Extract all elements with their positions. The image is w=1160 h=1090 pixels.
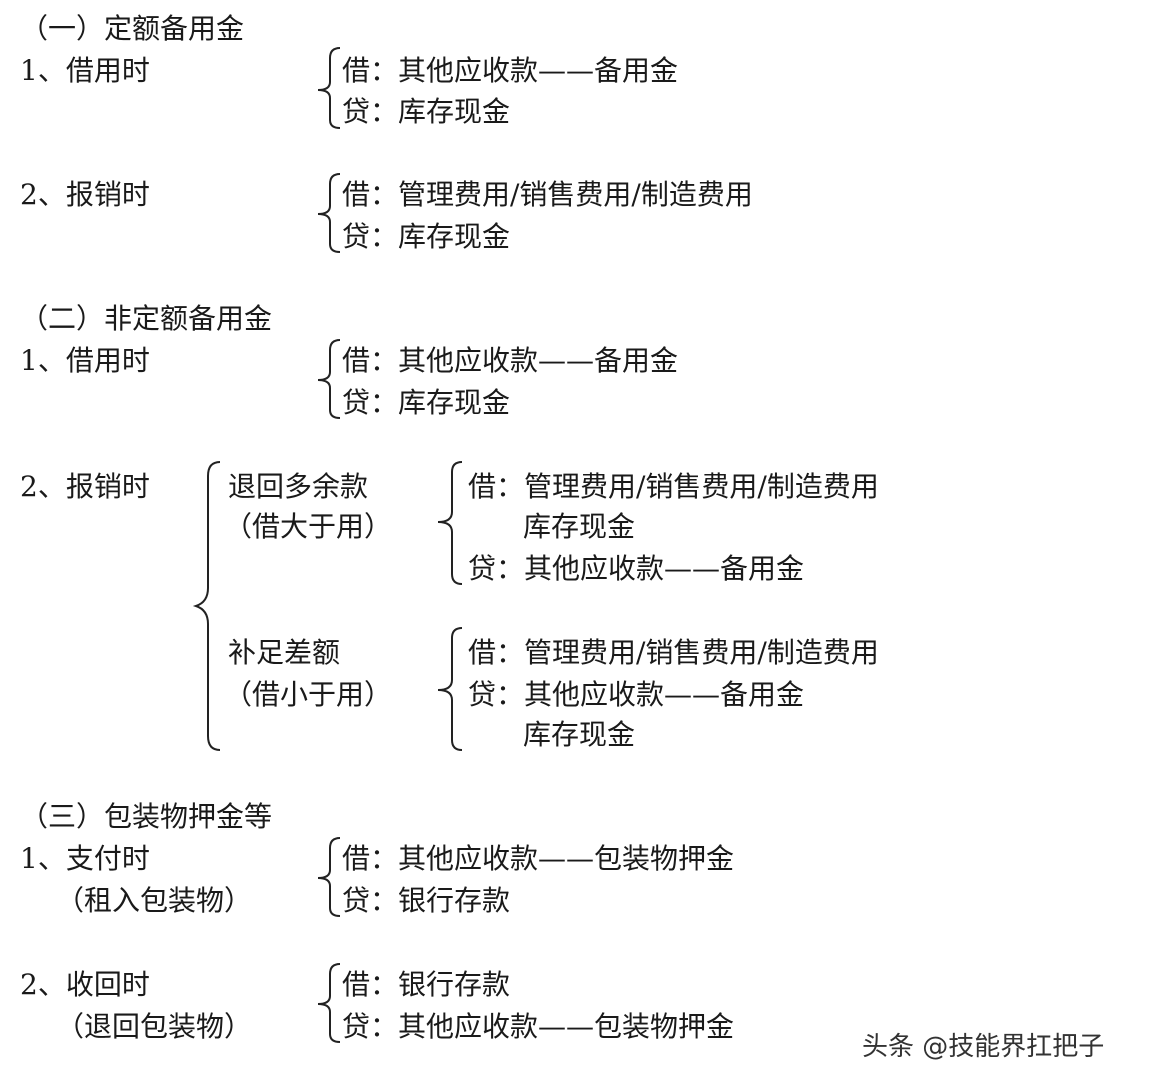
refund-debit: 借：管理费用/销售费用/制造费用 (468, 470, 879, 503)
refund-debit-extra: 库存现金 (523, 510, 636, 543)
section3-recover-credit: 贷：其他应收款——包装物押金 (342, 1010, 735, 1043)
brace-s2-borrow (317, 339, 341, 419)
section3-pay-debit: 借：其他应收款——包装物押金 (342, 842, 735, 875)
brace-s2-reimburse-big (192, 461, 221, 751)
section1-borrow-credit: 贷：库存现金 (342, 95, 511, 128)
section3-pay-credit: 贷：银行存款 (342, 884, 511, 917)
topup-credit-extra: 库存现金 (523, 718, 636, 751)
topup-note: （借小于用） (224, 678, 393, 711)
section3-recover-label: 2、收回时 (20, 968, 150, 1001)
brace-s1-reimburse (317, 173, 341, 253)
section1-reimburse-label: 2、报销时 (20, 178, 150, 211)
topup-credit: 贷：其他应收款——备用金 (468, 678, 805, 711)
refund-note: （借大于用） (224, 510, 393, 543)
section1-reimburse-debit: 借：管理费用/销售费用/制造费用 (342, 178, 753, 211)
section2-borrow-credit: 贷：库存现金 (342, 386, 511, 419)
brace-s2-topup (437, 627, 463, 751)
brace-s1-borrow (317, 47, 341, 129)
section3-pay-note: （租入包装物） (56, 884, 253, 917)
section1-borrow-debit: 借：其他应收款——备用金 (342, 54, 679, 87)
section2-heading: （二）非定额备用金 (20, 302, 273, 335)
topup-debit: 借：管理费用/销售费用/制造费用 (468, 636, 879, 669)
brace-s3-pay (317, 837, 341, 917)
section2-borrow-debit: 借：其他应收款——备用金 (342, 344, 679, 377)
section1-borrow-label: 1、借用时 (20, 54, 150, 87)
topup-title: 补足差额 (228, 636, 341, 669)
section1-heading: （一）定额备用金 (20, 12, 245, 45)
brace-s3-recover (317, 963, 341, 1043)
section2-borrow-label: 1、借用时 (20, 344, 150, 377)
watermark: 头条 @技能界扛把子 (862, 1032, 1105, 1062)
section2-reimburse-label: 2、报销时 (20, 470, 150, 503)
section3-recover-note: （退回包装物） (56, 1010, 253, 1043)
refund-title: 退回多余款 (228, 470, 369, 503)
section1-reimburse-credit: 贷：库存现金 (342, 220, 511, 253)
section3-pay-label: 1、支付时 (20, 842, 150, 875)
section3-heading: （三）包装物押金等 (20, 800, 273, 833)
section3-recover-debit: 借：银行存款 (342, 968, 511, 1001)
refund-credit: 贷：其他应收款——备用金 (468, 552, 805, 585)
brace-s2-refund (437, 461, 463, 585)
